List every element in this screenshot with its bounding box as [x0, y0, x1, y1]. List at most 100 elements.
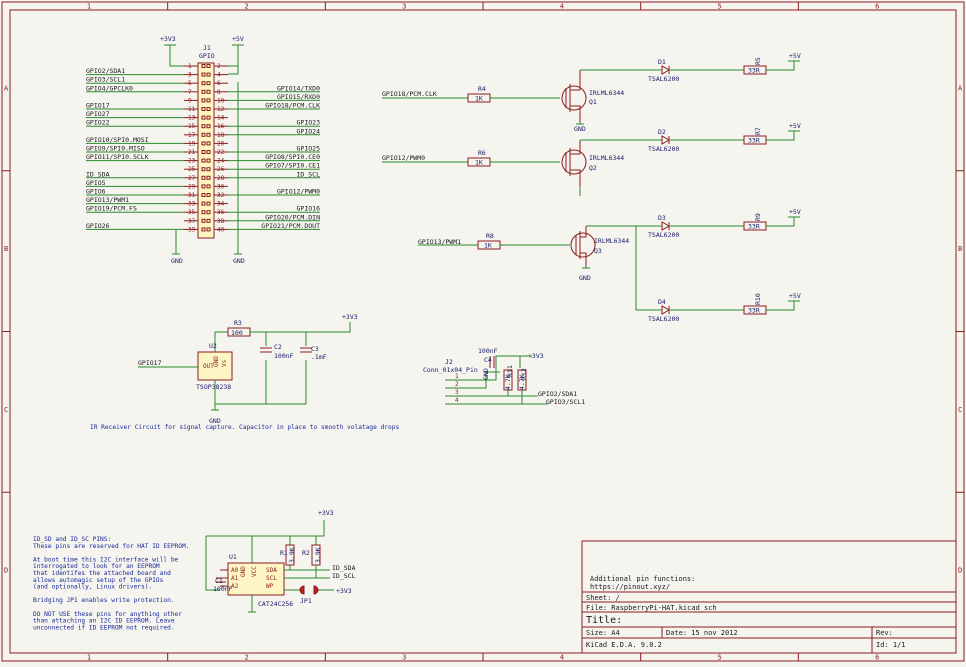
u1-right-pin: SDA	[266, 567, 277, 574]
c2-symbol	[260, 347, 272, 353]
j2-pin4: 4	[455, 397, 459, 404]
col-number: 3	[402, 654, 406, 662]
j1-pin-pad	[206, 218, 211, 223]
j1-pin-pad	[206, 201, 211, 206]
col-number: 5	[718, 3, 722, 11]
led-resistor-ref: R10	[754, 293, 762, 305]
r6-ref: R6	[478, 149, 486, 157]
u2-gnd: GND	[213, 356, 220, 367]
j1-pin-pad	[201, 141, 206, 146]
j1-pin-pad	[206, 184, 211, 189]
j1-pin-pad	[201, 98, 206, 103]
tb-title: Title:	[586, 615, 622, 626]
j1-pin-pad	[206, 227, 211, 232]
j1-right-label: GPIO23	[297, 119, 321, 127]
j1-pin-number: 1	[188, 63, 192, 70]
j1-pin-number: 38	[217, 218, 225, 225]
c4-val: 100nF	[478, 347, 498, 355]
j1-right-label: GPIO25	[297, 145, 321, 153]
j1-pin-pad	[206, 158, 211, 163]
u1-value: CAT24C256	[258, 600, 293, 608]
j1-left-label: GPIO4/GPCLK0	[86, 84, 133, 92]
led-supply-label: +5V	[789, 208, 801, 216]
col-number: 2	[245, 3, 249, 11]
col-number: 1	[87, 654, 91, 662]
j1-pin-number: 5	[188, 80, 192, 87]
j1-pin-pad	[201, 193, 206, 197]
j1-pin-number: 40	[217, 226, 225, 233]
q1-gate-label: GPIO18/PCM.CLK	[382, 90, 437, 98]
j1-pin-pad	[201, 201, 206, 206]
j1-pin-number: 29	[188, 183, 196, 190]
led-value: TSAL6200	[648, 75, 679, 83]
c4-symbol	[489, 356, 495, 368]
q1-symbol	[565, 70, 581, 122]
j2-pin1: 1	[455, 373, 459, 380]
j1-right-label: GPIO8/SPI0.CE0	[265, 153, 320, 161]
j1-pin-number: 18	[217, 132, 225, 139]
q2-symbol	[565, 140, 581, 186]
u1-left-pin: A0	[231, 567, 239, 574]
j1-left-label: GPIO3/SCL1	[86, 76, 125, 84]
ir-gnd-flag	[211, 404, 219, 411]
led-value: TSAL6200	[648, 315, 679, 323]
j1-left-label: GPIO9/SPI0.MISO	[86, 145, 145, 153]
j1-pin-number: 6	[217, 80, 221, 87]
q3-value: IRLML6344	[594, 237, 629, 245]
q1-ref: Q1	[589, 98, 597, 106]
j1-pin-pad	[201, 227, 206, 232]
r2-ref: R2	[302, 549, 310, 557]
j1-right-label: GPIO15/RXD0	[277, 93, 320, 101]
r12-val: 4.7K	[518, 374, 526, 390]
led-ref: D4	[658, 298, 666, 306]
row-letter: D	[4, 567, 8, 575]
wire-3v3	[169, 45, 184, 67]
eeprom-i2c-wires	[284, 565, 330, 579]
id-note-line: than attaching an I2C ID EEPROM. Leave	[33, 618, 175, 625]
tb-url[interactable]: https://pinout.xyz/	[590, 583, 670, 591]
jp1-symbol	[299, 585, 319, 595]
r11-val: 4.7K	[504, 374, 512, 390]
j1-right-label: GPIO20/PCM.DIN	[265, 213, 320, 221]
tb-size: Size: A4	[586, 629, 620, 637]
j1-right-label: ID_SCL	[297, 170, 321, 178]
col-number: 5	[718, 654, 722, 662]
r8-val: 1K	[484, 242, 492, 250]
led-resistor-value: 33R	[748, 137, 760, 145]
j1-pin-number: 28	[217, 175, 225, 182]
q3-symbol	[575, 226, 587, 266]
row-letter: C	[958, 406, 962, 414]
j1-left-label: GPIO17	[86, 102, 110, 110]
eeprom-gnd	[248, 595, 256, 613]
j2-pin2: 2	[455, 381, 459, 388]
r6-val: 1K	[475, 159, 483, 167]
led-resistor-value: 33R	[748, 307, 760, 315]
q3-gate-label: GPIO13/PWM1	[418, 238, 461, 246]
col-number: 1	[87, 3, 91, 11]
gnd-right-wire	[234, 82, 242, 255]
led-ref: D2	[658, 128, 666, 136]
jp1-ref: JP1	[300, 597, 312, 605]
j2-scl: GPIO3/SCL1	[546, 398, 585, 406]
j2-value: Conn_01x04_Pin	[423, 366, 478, 374]
j1-pin-pad	[201, 175, 206, 180]
j1-pin-number: 35	[188, 209, 196, 216]
j1-right-label: GPIO21/PCM.DOUT	[261, 222, 320, 230]
u1-vcc: VCC	[251, 566, 258, 577]
j1-pin-number: 7	[188, 89, 192, 96]
q1-gnd	[576, 122, 584, 125]
led-value: TSAL6200	[648, 145, 679, 153]
q1-gnd-label: GND	[574, 125, 586, 133]
u1-right-pin: SCL	[266, 575, 277, 582]
j1-pin-number: 20	[217, 140, 225, 147]
j1-left-label: ID_SDA	[86, 170, 110, 178]
wire-q3-drain	[586, 225, 656, 311]
led-supply-label: +5V	[789, 52, 801, 60]
c1-symbol	[216, 577, 226, 583]
led-diode-symbol	[661, 65, 671, 75]
q2-gate-label: GPIO12/PWM0	[382, 154, 425, 162]
j1-left-label: GPIO2/SDA1	[86, 67, 125, 75]
j1-pin-pad	[201, 81, 206, 86]
